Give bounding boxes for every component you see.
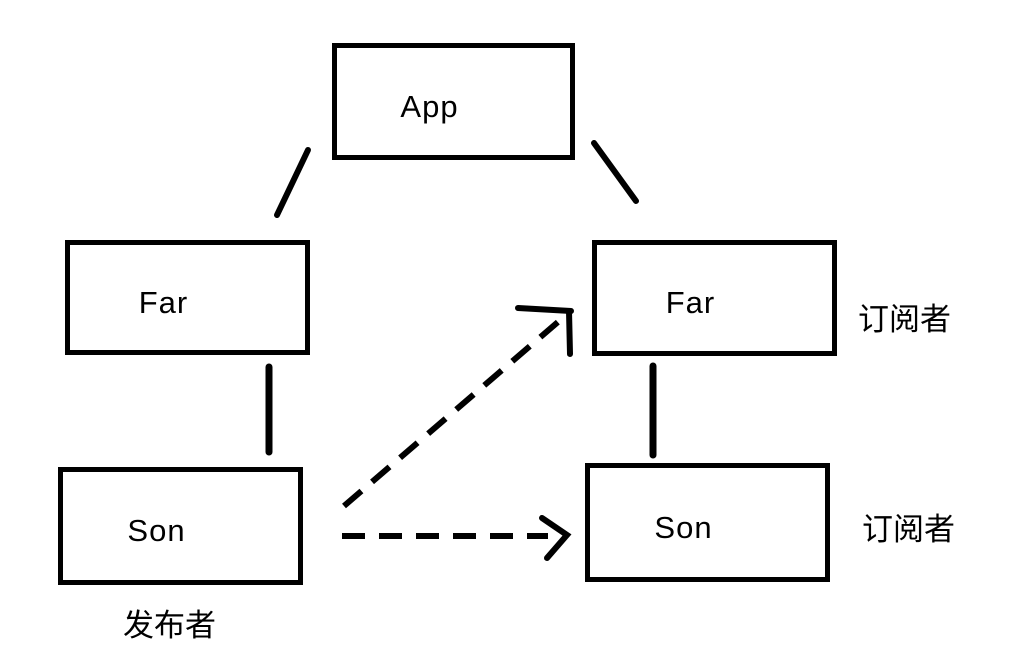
annotation-subscriber-far: 订阅者 — [858, 302, 951, 337]
node-son-right-label: Son — [654, 509, 713, 545]
node-far-left-label: Far — [138, 284, 189, 320]
node-son-right: Son — [585, 463, 830, 582]
node-son-left-label: Son — [127, 513, 186, 548]
node-app-label: App — [400, 88, 459, 124]
annotation-subscriber-son: 订阅者 — [862, 512, 955, 547]
arrowhead-horizontal — [539, 515, 572, 561]
edge-son-to-far-dashed — [342, 319, 560, 509]
node-far-right-label: Far — [665, 285, 716, 320]
node-son-left: Son — [58, 467, 303, 585]
edge-app-far-right — [591, 140, 639, 204]
edge-app-far-left — [274, 147, 311, 218]
arrowhead-diagonal-barb-top — [515, 305, 574, 314]
node-app: App — [332, 43, 575, 160]
annotation-publisher: 发布者 — [123, 608, 216, 643]
arrowhead-diagonal-barb-side — [566, 308, 573, 357]
node-far-left: Far — [65, 240, 310, 355]
node-far-right: Far — [592, 240, 837, 356]
